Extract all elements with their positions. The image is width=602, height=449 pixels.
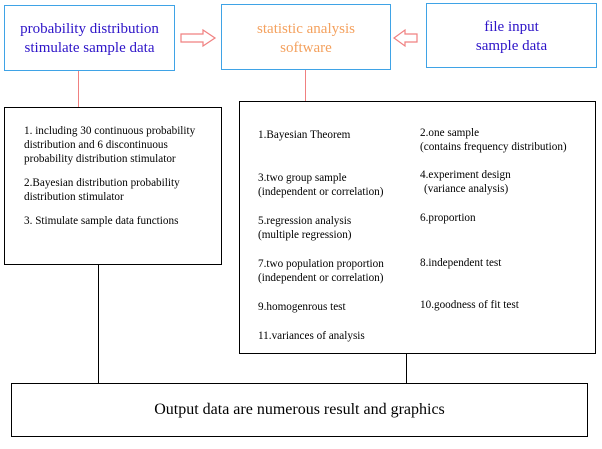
- statistic-software-line2: software: [280, 40, 332, 56]
- left-output-connector: [98, 265, 99, 383]
- method-6: 6.proportion: [420, 212, 476, 224]
- output-box: Output data are numerous result and grap…: [11, 383, 588, 437]
- file-input-line2: sample data: [475, 38, 548, 54]
- prob-dist-line1: probability distribution: [20, 21, 159, 37]
- statistic-software-box: statistic analysis software: [221, 4, 391, 70]
- prob-dist-box: probability distribution stimulate sampl…: [4, 5, 175, 71]
- software-connector: [305, 70, 306, 101]
- statistic-software-line1: statistic analysis: [257, 21, 355, 37]
- prob-dist-line2: stimulate sample data: [24, 40, 155, 56]
- double-arrow-left-icon: [392, 28, 418, 48]
- method-3: 3.two group sample (independent or corre…: [258, 172, 384, 198]
- method-4: 4.experiment design (variance analysis): [420, 169, 511, 195]
- output-text: Output data are numerous result and grap…: [154, 401, 445, 418]
- simulator-features-box: 1. including 30 continuous probability d…: [4, 107, 222, 265]
- simulator-item-3: 3. Stimulate sample data functions: [24, 215, 179, 227]
- method-5: 5.regression analysis (multiple regressi…: [258, 215, 352, 241]
- method-9: 9.homogenrous test: [258, 301, 346, 313]
- file-input-box: file input sample data: [426, 3, 597, 68]
- method-8: 8.independent test: [420, 257, 502, 269]
- method-7: 7.two population proportion (independent…: [258, 258, 384, 284]
- analysis-methods-box: 1.Bayesian Theorem 2.one sample (contain…: [239, 101, 596, 354]
- right-output-connector: [406, 354, 407, 383]
- double-arrow-right-icon: [180, 28, 217, 48]
- simulator-item-1: 1. including 30 continuous probability d…: [24, 125, 196, 165]
- method-11: 11.variances of analysis: [258, 330, 365, 342]
- method-2: 2.one sample (contains frequency distrib…: [420, 127, 567, 153]
- prob-connector: [78, 71, 79, 107]
- file-input-line1: file input: [484, 19, 539, 35]
- method-1: 1.Bayesian Theorem: [258, 129, 351, 141]
- method-10: 10.goodness of fit test: [420, 299, 519, 311]
- simulator-item-2: 2.Bayesian distribution probability dist…: [24, 177, 180, 203]
